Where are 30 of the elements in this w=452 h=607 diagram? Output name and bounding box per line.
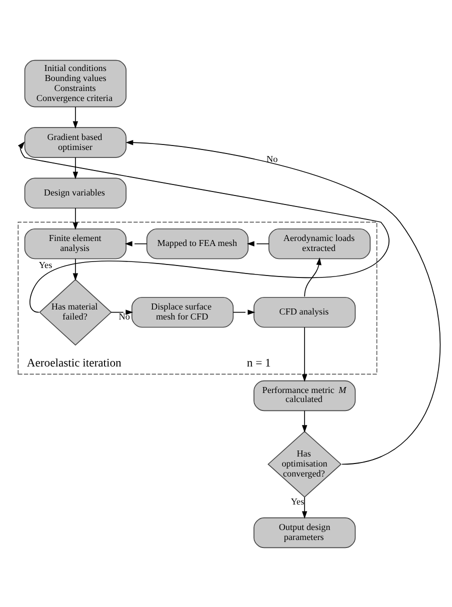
arrow xyxy=(302,326,308,382)
edge-label: No xyxy=(266,153,278,164)
arrow xyxy=(72,258,78,280)
arrow xyxy=(18,141,390,312)
node-diamond: Has optimisation converged? xyxy=(268,430,342,498)
node-box: Aerodynamic loads extracted xyxy=(268,228,371,259)
arrow xyxy=(302,410,308,432)
arrow xyxy=(302,496,308,518)
node-box: Initial conditions Bounding values Constraints Convergence criteria xyxy=(24,59,126,107)
node-box: Output design parameters xyxy=(254,516,356,548)
arrow xyxy=(232,309,256,314)
arrow xyxy=(72,156,78,179)
arrow xyxy=(110,309,134,314)
node-box: Gradient based optimiser xyxy=(24,126,126,158)
edge-label: Yes xyxy=(290,496,304,506)
arrow xyxy=(126,139,440,464)
node-diamond: Has material failed? xyxy=(39,278,112,346)
arrow xyxy=(246,240,270,246)
arrow xyxy=(304,257,322,296)
node-box: Design variables xyxy=(24,177,126,208)
node-box: CFD analysis xyxy=(254,296,356,328)
node-box: Mapped to FEA mesh xyxy=(146,228,249,259)
arrow xyxy=(124,240,148,246)
node-box: Displace surface mesh for CFD xyxy=(131,296,234,328)
edge-label: No xyxy=(118,311,130,322)
edge-label: Yes xyxy=(38,259,52,270)
arrow xyxy=(72,106,78,128)
node-box: Finite element analysis xyxy=(24,228,126,259)
arrow xyxy=(72,207,78,230)
node-box: Performance metric M calculated xyxy=(254,380,356,411)
